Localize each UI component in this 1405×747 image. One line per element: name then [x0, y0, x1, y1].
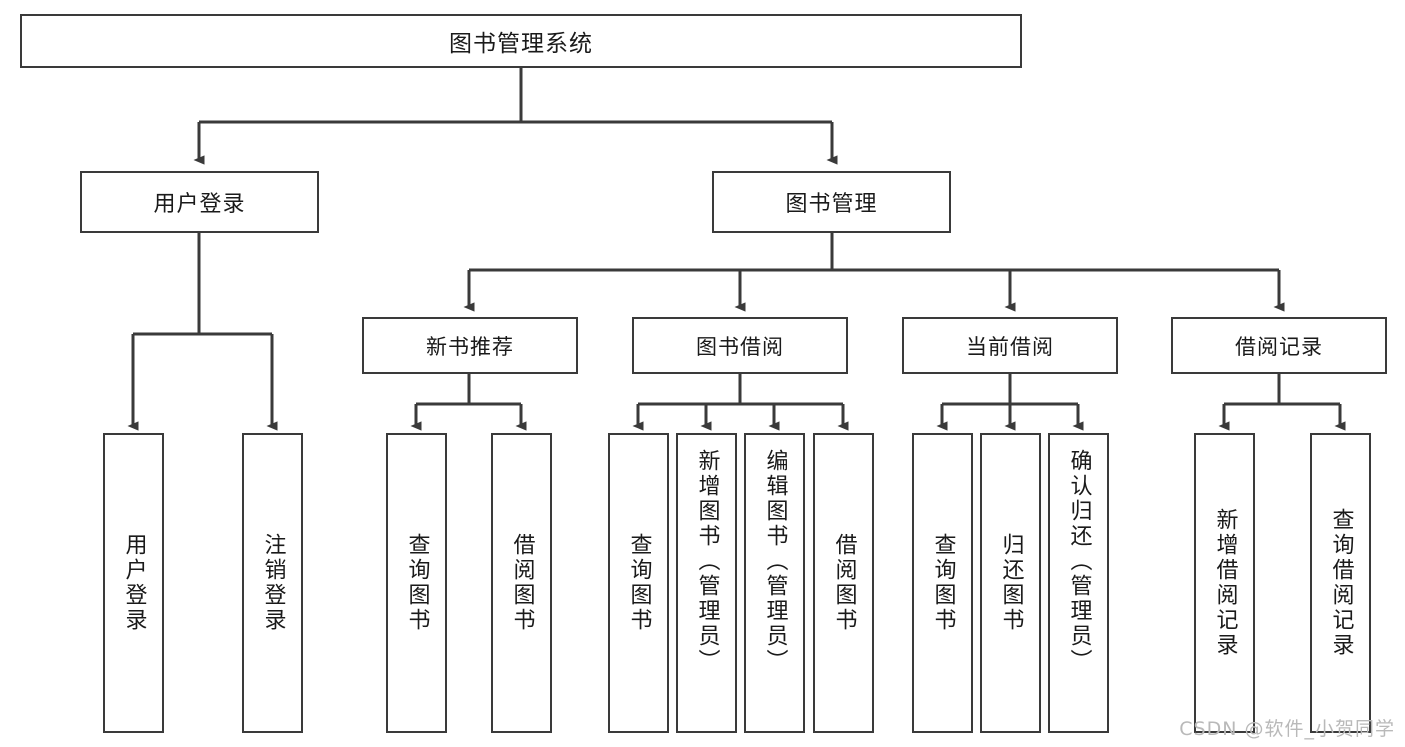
leaf-return-book[interactable]: 归还图书 [980, 433, 1041, 733]
leaf-user-login[interactable]: 用户登录 [103, 433, 164, 733]
node-label: 注销登录 [260, 533, 286, 633]
node-label: 新增图书（管理员） [694, 449, 720, 674]
leaf-borrow-book-recommend[interactable]: 借阅图书 [491, 433, 552, 733]
leaf-query-book-borrow[interactable]: 查询图书 [608, 433, 669, 733]
node-label: 新书推荐 [426, 334, 514, 359]
node-label: 借阅图书 [831, 533, 857, 633]
leaf-query-book-recommend[interactable]: 查询图书 [386, 433, 447, 733]
node-label: 用户登录 [121, 533, 147, 633]
node-label: 图书管理系统 [449, 31, 593, 57]
leaf-logout-login[interactable]: 注销登录 [242, 433, 303, 733]
node-label: 新增借阅记录 [1212, 508, 1238, 658]
node-label: 借阅记录 [1235, 334, 1323, 359]
node-root-system[interactable]: 图书管理系统 [20, 14, 1022, 68]
node-label: 图书管理 [785, 192, 878, 217]
node-label: 查询图书 [930, 533, 956, 633]
leaf-add-borrow-record[interactable]: 新增借阅记录 [1194, 433, 1255, 733]
leaf-confirm-return[interactable]: 确认归还（管理员） [1048, 433, 1109, 733]
node-label: 确认归还（管理员） [1066, 449, 1092, 674]
leaf-query-borrow-record[interactable]: 查询借阅记录 [1310, 433, 1371, 733]
leaf-query-book-current[interactable]: 查询图书 [912, 433, 973, 733]
node-label: 借阅图书 [509, 533, 535, 633]
node-label: 查询图书 [626, 533, 652, 633]
node-user-login[interactable]: 用户登录 [80, 171, 319, 233]
node-current-borrow[interactable]: 当前借阅 [902, 317, 1118, 374]
watermark-text: CSDN @软件_小贺同学 [1179, 718, 1395, 740]
node-label: 归还图书 [998, 533, 1024, 633]
node-label: 查询借阅记录 [1328, 508, 1354, 658]
node-book-management[interactable]: 图书管理 [712, 171, 951, 233]
leaf-borrow-book[interactable]: 借阅图书 [813, 433, 874, 733]
node-label: 用户登录 [153, 192, 246, 217]
node-book-borrow[interactable]: 图书借阅 [632, 317, 848, 374]
node-label: 查询图书 [404, 533, 430, 633]
node-borrow-record[interactable]: 借阅记录 [1171, 317, 1387, 374]
node-label: 当前借阅 [966, 334, 1054, 359]
leaf-edit-book[interactable]: 编辑图书（管理员） [744, 433, 805, 733]
leaf-add-book[interactable]: 新增图书（管理员） [676, 433, 737, 733]
node-new-book-recommend[interactable]: 新书推荐 [362, 317, 578, 374]
node-label: 图书借阅 [696, 334, 784, 359]
node-label: 编辑图书（管理员） [762, 449, 788, 674]
